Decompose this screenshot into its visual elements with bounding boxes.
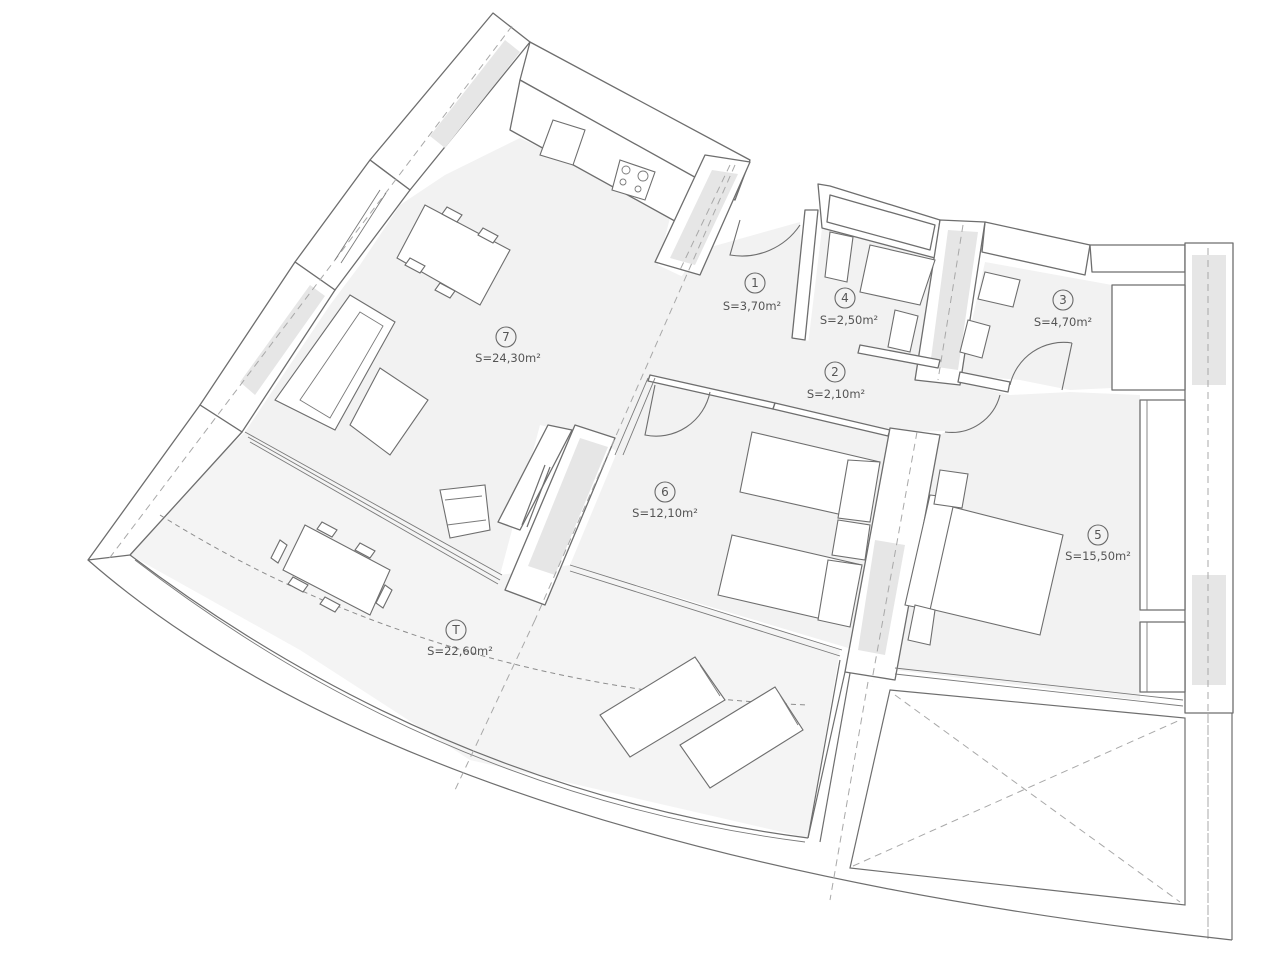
hob-icon: [611, 159, 656, 201]
room-area: S=24,30m²: [475, 351, 541, 365]
sink-icon: [539, 119, 586, 166]
bath4-basin: [887, 309, 919, 353]
bath3-basin: [959, 319, 991, 359]
room-area: S=2,10m²: [807, 387, 865, 401]
room-label-5: 5 S=15,50m²: [1065, 524, 1131, 563]
bath3-cabinet: [977, 271, 1021, 308]
room-label-4: 4 S=2,50m²: [820, 287, 878, 327]
room-label-7: 7 S=24,30m²: [475, 326, 541, 365]
room-area: S=15,50m²: [1065, 549, 1131, 563]
room-label-6: 6 S=12,10m²: [632, 481, 698, 520]
bath4-toilet: [824, 231, 854, 283]
room-area: S=22,60m²: [427, 644, 493, 658]
room-number: 3: [1059, 293, 1067, 307]
interior-walls: [497, 209, 1011, 901]
bathtub: [859, 244, 936, 306]
void-area: [849, 689, 1233, 940]
room-label-1: 1 S=3,70m²: [723, 272, 781, 313]
outer-walls: [87, 12, 1234, 941]
terrace-table: [282, 524, 391, 616]
room-area: S=4,70m²: [1034, 315, 1092, 329]
room-area: S=2,50m²: [820, 313, 878, 327]
axis-lines: [454, 164, 736, 791]
room-number: 1: [751, 276, 759, 290]
armchair: [439, 484, 491, 539]
room-label-2: 2 S=2,10m²: [807, 361, 865, 401]
coffee-table: [349, 367, 429, 456]
room-number: 6: [661, 485, 669, 499]
room-area: S=3,70m²: [723, 299, 781, 313]
furniture: [270, 119, 1064, 789]
room-label-terrace: T S=22,60m²: [427, 619, 493, 658]
hall-floor: [655, 222, 1000, 432]
room-number: 7: [502, 330, 510, 344]
room-number: 2: [831, 365, 839, 379]
room-labels: 1 S=3,70m² 2 S=2,10m² 3 S=4,70m² 4 S=2,5…: [427, 272, 1131, 658]
room-number: 4: [841, 291, 849, 305]
room-number: 5: [1094, 528, 1102, 542]
room-label-3: 3 S=4,70m²: [1034, 289, 1092, 329]
sun-lounger-2: [679, 686, 804, 789]
room-number: T: [451, 623, 460, 637]
windows: [244, 189, 1184, 707]
doors: [644, 219, 1073, 437]
sofa: [274, 294, 396, 431]
room-area: S=12,10m²: [632, 506, 698, 520]
sun-lounger-1: [599, 656, 726, 758]
